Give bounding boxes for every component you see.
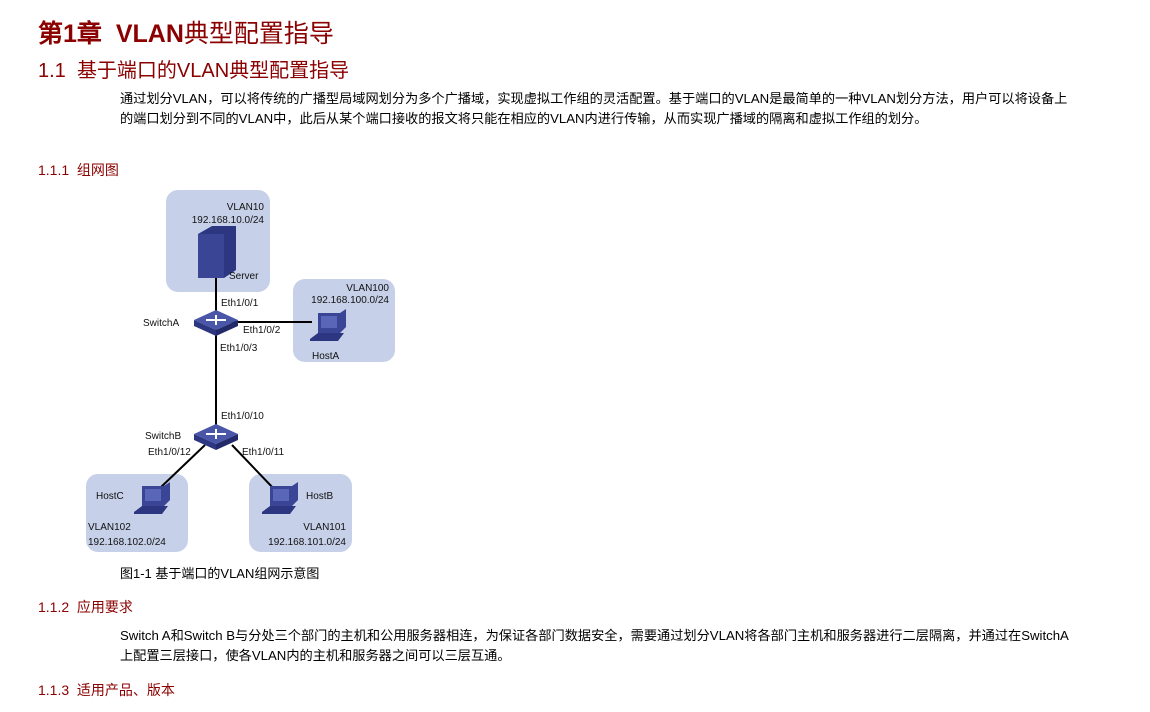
section-number: 1.1 [38,60,66,82]
subsection-number: 1.1.1 [38,162,70,178]
port-label: Eth1/0/12 [148,447,191,458]
network-diagram: VLAN10 192.168.10.0/24 Server VLAN100 19… [86,190,395,552]
port-label: Eth1/0/1 [221,298,259,309]
subsection-3-title: 1.1.3 适用产品、版本 [38,680,175,700]
switch-a-label: SwitchA [143,318,179,329]
subsection-number: 1.1.2 [38,599,70,615]
hostc-vlan: VLAN102 [88,522,131,533]
subsection-title: 应用要求 [76,599,133,615]
port-label: Eth1/0/3 [220,343,258,354]
hostb-vlan: VLAN101 [303,522,346,533]
figure-caption: 图1-1 基于端口的VLAN组网示意图 [120,566,320,581]
server-label: Server [229,271,259,282]
chapter-title-en: VLAN [115,20,184,48]
link [231,444,276,491]
section-title: 1.1 基于端口的VLAN典型配置指导 [38,54,349,83]
hostc-label: HostC [96,491,124,502]
hosta-label: HostA [312,351,340,362]
subsection-title: 适用产品、版本 [76,682,175,698]
section-title-text: 基于端口的VLAN典型配置指导 [76,60,350,82]
server-subnet: 192.168.10.0/24 [192,215,265,226]
chapter-title-zh: 典型配置指导 [183,20,334,48]
requirement-paragraph: Switch A和Switch B与分处三个部门的主机和公用服务器相连，为保证各… [120,628,1069,663]
server-icon [198,226,236,278]
port-label: Eth1/0/11 [242,447,285,458]
hostc-subnet: 192.168.102.0/24 [88,537,166,548]
subsection-1-title: 1.1.1 组网图 [38,160,119,180]
subsection-title: 组网图 [76,162,119,178]
hostb-label: HostB [306,491,334,502]
switch-b-icon [193,423,239,451]
subsection-number: 1.1.3 [38,682,70,698]
chapter-title: 第1章 VLAN典型配置指导 [38,14,334,50]
link [159,444,206,489]
intro-paragraph: 通过划分VLAN，可以将传统的广播型局域网划分为多个广播域，实现虚拟工作组的灵活… [120,91,1068,126]
port-label: Eth1/0/10 [221,411,264,422]
hosta-subnet: 192.168.100.0/24 [311,295,389,306]
server-vlan: VLAN10 [227,202,265,213]
port-label: Eth1/0/2 [243,325,281,336]
hostb-subnet: 192.168.101.0/24 [268,537,346,548]
hosta-vlan: VLAN100 [346,283,389,294]
chapter-number: 第1章 [38,20,102,48]
subsection-2-title: 1.1.2 应用要求 [38,597,133,617]
switch-b-label: SwitchB [145,431,181,442]
switch-a-icon [193,309,239,337]
